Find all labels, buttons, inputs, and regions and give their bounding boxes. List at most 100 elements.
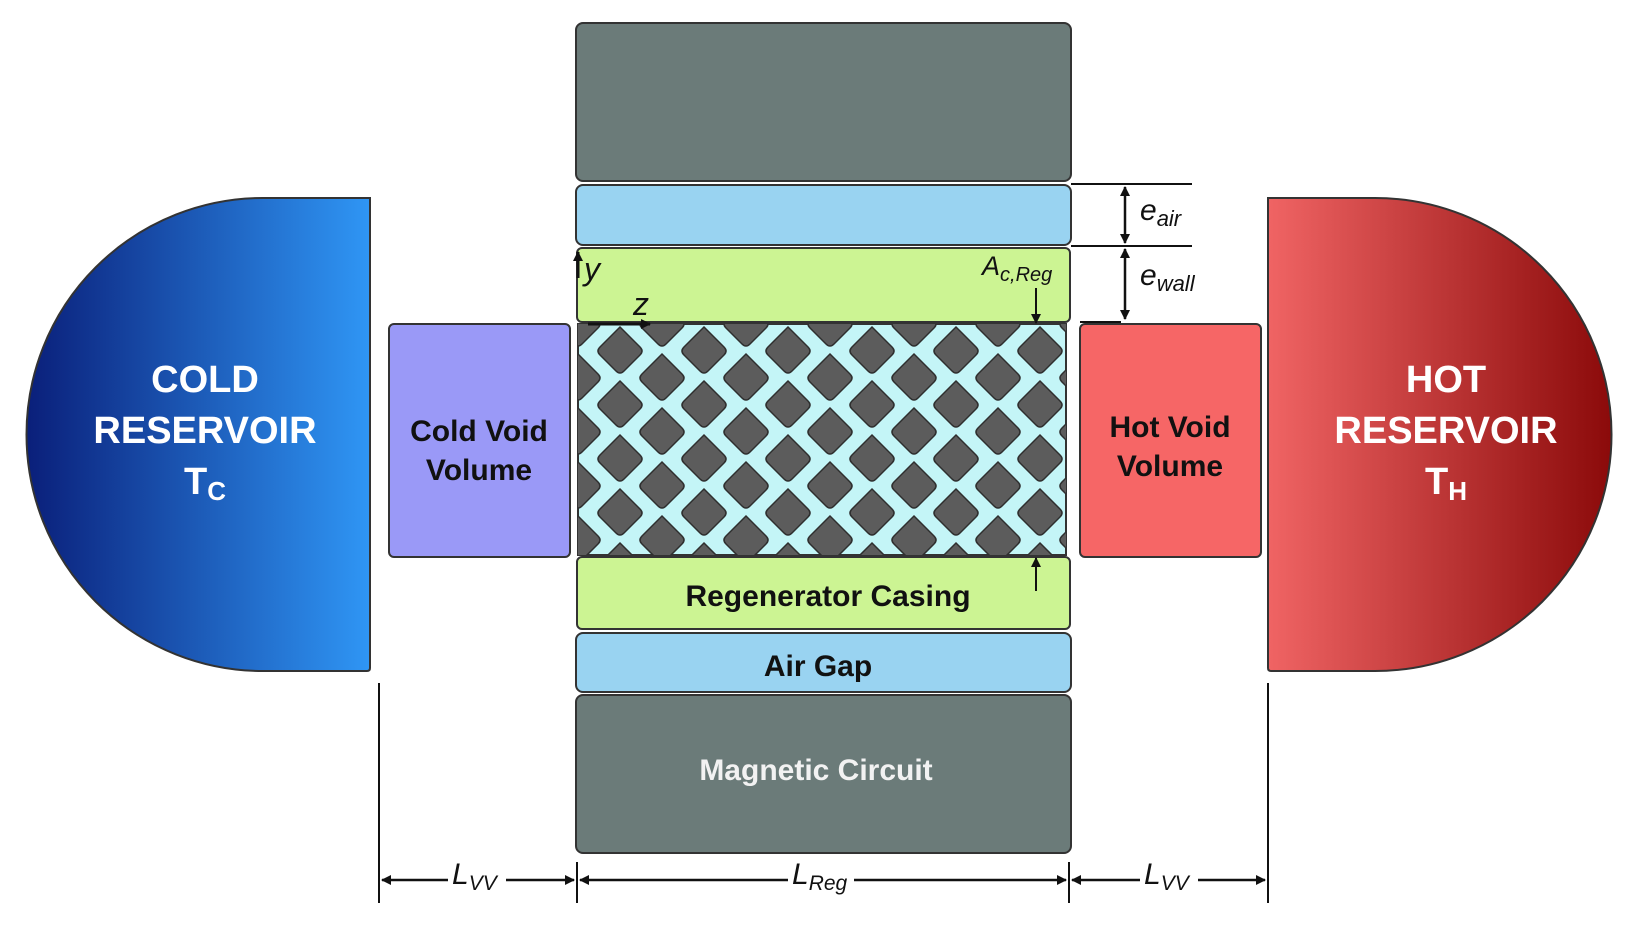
matrix-grain <box>1059 422 1066 442</box>
e-air-label: eair <box>1140 194 1183 231</box>
e-air-subscript: air <box>1157 206 1183 231</box>
cold-reservoir-title-line1: COLD <box>151 359 259 401</box>
matrix-grain <box>933 487 979 536</box>
lreg-symbol: L <box>792 858 809 891</box>
cold-temp-symbol: T <box>184 461 207 503</box>
matrix-grain <box>597 379 643 428</box>
lreg-label: LReg <box>792 858 848 895</box>
matrix-grain <box>1059 476 1066 496</box>
matrix-grain <box>891 352 937 401</box>
air-gap-top <box>575 184 1072 246</box>
matrix-grain <box>849 487 895 536</box>
magnetic-circuit-bottom <box>575 694 1072 854</box>
matrix-grain <box>891 460 937 509</box>
matrix-grain <box>849 379 895 428</box>
matrix-grain <box>578 460 601 509</box>
matrix-grain <box>849 433 895 482</box>
thickness-dimensions: eair ewall <box>1071 183 1196 323</box>
lreg-label-bg <box>788 858 854 892</box>
cold-reservoir-shape <box>25 197 371 672</box>
matrix-grain <box>891 514 937 555</box>
matrix-grain <box>578 406 601 455</box>
cold-void-volume <box>388 323 571 558</box>
coordinate-axes: y z <box>573 251 651 329</box>
hot-void-label-line1: Hot Void <box>1109 411 1230 444</box>
matrix-grain <box>639 324 685 347</box>
area-symbol: A <box>980 251 1000 281</box>
matrix-grain <box>681 487 727 536</box>
matrix-grain <box>578 352 601 401</box>
matrix-grain <box>1017 379 1063 428</box>
air-gap-bottom <box>575 632 1072 693</box>
cold-void-label-line2: Volume <box>426 454 532 487</box>
area-annotation: Ac,Reg <box>980 251 1052 286</box>
e-air-symbol: e <box>1140 194 1157 227</box>
air-gap-label: Air Gap <box>764 650 872 683</box>
lvv-left-label-bg <box>448 858 506 892</box>
matrix-grain <box>1059 530 1066 550</box>
matrix-grain <box>1059 324 1066 334</box>
lvv-left-label: LVV <box>452 858 499 895</box>
matrix-grain <box>639 352 685 401</box>
matrix-grain <box>765 433 811 482</box>
matrix-grain <box>681 379 727 428</box>
matrix-grain <box>975 352 1021 401</box>
matrix-grain <box>1059 368 1066 388</box>
matrix-grain <box>723 514 769 555</box>
matrix-grain <box>1026 541 1054 555</box>
matrix-grain <box>975 406 1021 455</box>
matrix-grain <box>597 487 643 536</box>
matrix-grain <box>807 324 853 347</box>
matrix-grain <box>723 324 769 347</box>
hot-reservoir-temperature: TH <box>1425 461 1467 506</box>
hot-reservoir-shape <box>1267 197 1613 672</box>
matrix-grain <box>765 487 811 536</box>
matrix-grain <box>933 433 979 482</box>
lvv-left-symbol: L <box>452 858 469 891</box>
matrix-grain <box>597 433 643 482</box>
matrix-grain <box>723 406 769 455</box>
matrix-grain <box>807 352 853 401</box>
matrix-grain <box>578 324 601 347</box>
z-axis-label: z <box>632 286 649 322</box>
lvv-left-subscript: VV <box>469 872 499 895</box>
matrix-grain <box>807 514 853 555</box>
lvv-right-label: LVV <box>1144 858 1191 895</box>
matrix-grain <box>891 324 937 347</box>
lvv-right-subscript: VV <box>1161 872 1191 895</box>
matrix-grain <box>933 379 979 428</box>
hot-reservoir-title-line1: HOT <box>1406 359 1486 401</box>
matrix-grain <box>606 541 634 555</box>
matrix-grain <box>858 541 886 555</box>
matrix-grain <box>597 325 643 374</box>
lvv-right-symbol: L <box>1144 858 1161 891</box>
matrix-grain <box>774 541 802 555</box>
matrix-grain <box>1017 433 1063 482</box>
hot-temp-subscript: H <box>1448 476 1467 506</box>
e-wall-symbol: e <box>1140 259 1157 292</box>
matrix-grain <box>765 325 811 374</box>
hot-void-label-line2: Volume <box>1117 450 1223 483</box>
e-wall-label: ewall <box>1140 259 1196 296</box>
hot-temp-symbol: T <box>1425 461 1448 503</box>
matrix-grain <box>723 352 769 401</box>
length-dimensions: LVV LReg LVV <box>378 683 1269 903</box>
matrix-grain <box>639 406 685 455</box>
matrix-grain <box>891 406 937 455</box>
regenerator-casing-top <box>576 247 1071 323</box>
matrix-grain <box>975 324 1021 347</box>
magnetic-circuit-top <box>575 22 1072 182</box>
matrix-grain <box>690 541 718 555</box>
regenerator-casing-label: Regenerator Casing <box>685 580 970 613</box>
matrix-grain <box>681 325 727 374</box>
matrix-grain <box>807 460 853 509</box>
lvv-right-label-bg <box>1140 858 1198 892</box>
matrix-grain <box>1017 325 1063 374</box>
matrix-grain <box>723 460 769 509</box>
cold-temp-subscript: C <box>207 476 226 506</box>
hot-reservoir-title-line2: RESERVOIR <box>1334 410 1557 452</box>
matrix-grain <box>639 460 685 509</box>
matrix-grain <box>942 541 970 555</box>
matrix-grain <box>933 325 979 374</box>
